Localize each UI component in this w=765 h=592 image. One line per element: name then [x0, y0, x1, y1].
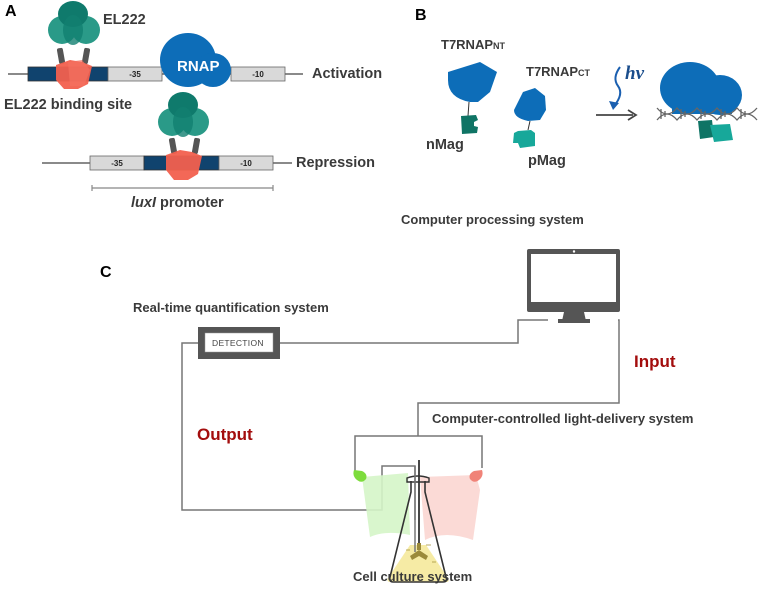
panel-a-repression-construct [42, 92, 292, 191]
activation-label: Activation [312, 66, 383, 82]
luxi-promoter-bracket [91, 185, 274, 191]
t7rnap-ct-main: T7RNAP [526, 64, 579, 79]
t7rnap-ct-subscript: CT [578, 68, 591, 78]
t7rnap-ct-shape [514, 88, 546, 121]
t7rnap-nt-label: T7RNAPNT [441, 37, 505, 52]
el222-protein-activation [48, 1, 100, 89]
input-label: Input [634, 352, 676, 371]
nmag-label: nMag [426, 137, 464, 153]
el222-label: EL222 [103, 12, 146, 28]
light-energy-label: hν [625, 63, 644, 84]
el222-binding-site-label: EL222 binding site [4, 97, 133, 113]
luxi-promoter-label: luxI promoter [131, 195, 224, 211]
pmag-bound-shape [710, 124, 733, 142]
detection-label: DETECTION [212, 338, 264, 348]
t7rnap-nt-shape [448, 62, 497, 102]
green-led-icon [353, 470, 367, 482]
nmag-shape [461, 115, 478, 134]
panel-a-letter: A [5, 3, 17, 20]
t7rnap-nt-subscript: NT [493, 41, 506, 51]
red-led-icon [469, 470, 483, 482]
panel-c-letter: C [100, 264, 112, 281]
minus35-label-activation: -35 [129, 70, 141, 79]
cell-culture-label: Cell culture system [353, 569, 473, 584]
assembled-t7rnap-complex [660, 62, 742, 115]
rnap-label: RNAP [177, 58, 220, 75]
light-squiggle-icon [613, 66, 622, 107]
panel-b-letter: B [415, 7, 427, 24]
pmag-shape [513, 130, 535, 148]
rnap-protein [160, 33, 231, 87]
panel-a-activation-construct [8, 1, 303, 89]
minus10-label-activation: -10 [252, 70, 264, 79]
computer-processing-label: Computer processing system [401, 212, 584, 227]
nmag-bound-shape [698, 120, 714, 139]
minus10-box-repression [218, 155, 274, 171]
quantification-system-label: Real-time quantification system [133, 300, 329, 315]
dna-double-helix [656, 106, 758, 122]
minus35-label-repression: -35 [111, 159, 123, 168]
red-light-beam [420, 475, 480, 540]
t7rnap-ct-label: T7RNAPCT [526, 64, 590, 79]
flask-icon [387, 460, 449, 583]
computer-monitor-icon [527, 249, 620, 323]
promoter-word: promoter [155, 195, 224, 211]
repression-label: Repression [296, 155, 375, 171]
minus10-box-activation [230, 66, 286, 82]
panel-b [448, 62, 758, 148]
pmag-label: pMag [528, 153, 566, 169]
output-label: Output [197, 425, 253, 444]
el222-protein-repression [158, 92, 209, 180]
minus35-box-activation [107, 66, 163, 82]
detection-device [198, 327, 280, 359]
luxi-gene-name: luxI [131, 195, 156, 211]
t7rnap-nt-main: T7RNAP [441, 37, 494, 52]
light-delivery-label: Computer-controlled light-delivery syste… [432, 411, 694, 426]
green-light-beam [362, 473, 410, 537]
minus10-label-repression: -10 [240, 159, 252, 168]
